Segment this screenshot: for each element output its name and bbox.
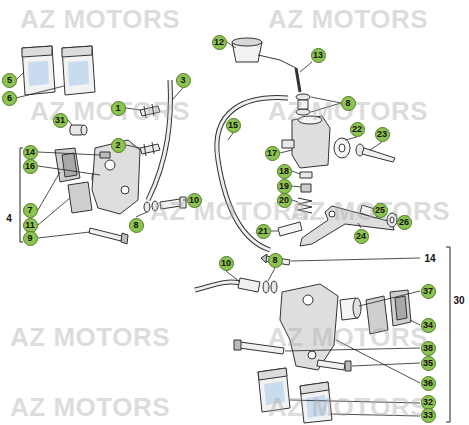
callout-number: 13 [311,48,326,63]
callout-number: 8 [268,253,283,268]
callout-number: 20 [277,193,292,208]
callout-number: 35 [421,356,436,371]
callout-number: 3 [176,73,191,88]
callout-number: 23 [375,127,390,142]
watermark: AZ MOTORS [268,322,428,353]
callout-number: 19 [277,179,292,194]
callout-number: 14 [423,253,436,264]
callout-number: 26 [397,215,412,230]
callout-number: 9 [23,231,38,246]
callout-number: 21 [256,224,271,239]
watermark: AZ MOTORS [20,4,180,35]
callout-number: 10 [187,193,202,208]
callout-number: 7 [23,203,38,218]
callout-number: 10 [219,256,234,271]
callout-number: 8 [129,218,144,233]
callout-number: 38 [421,341,436,356]
callout-number: 34 [421,318,436,333]
callout-number: 6 [2,91,17,106]
callout-number: 18 [277,164,292,179]
callout-number: 22 [350,122,365,137]
watermark: AZ MOTORS [10,322,170,353]
watermark: AZ MOTORS [268,4,428,35]
callout-number: 12 [212,35,227,50]
callout-number: 31 [53,113,68,128]
callout-number: 33 [421,408,436,423]
callout-number: 25 [373,203,388,218]
callout-number: 4 [5,213,13,224]
callout-number: 15 [226,118,241,133]
callout-number: 1 [111,101,126,116]
callout-number: 37 [421,284,436,299]
callout-number: 30 [452,295,465,306]
watermark: AZ MOTORS [290,196,450,227]
callout-number: 36 [421,376,436,391]
callout-number: 16 [23,159,38,174]
callout-number: 8 [341,96,356,111]
watermark: AZ MOTORS [10,392,170,423]
callout-number: 17 [265,146,280,161]
watermark: AZ MOTORS [268,392,428,423]
callout-number: 14 [23,145,38,160]
callout-number: 24 [354,229,369,244]
callout-number: 5 [2,73,17,88]
callout-number: 2 [111,138,126,153]
